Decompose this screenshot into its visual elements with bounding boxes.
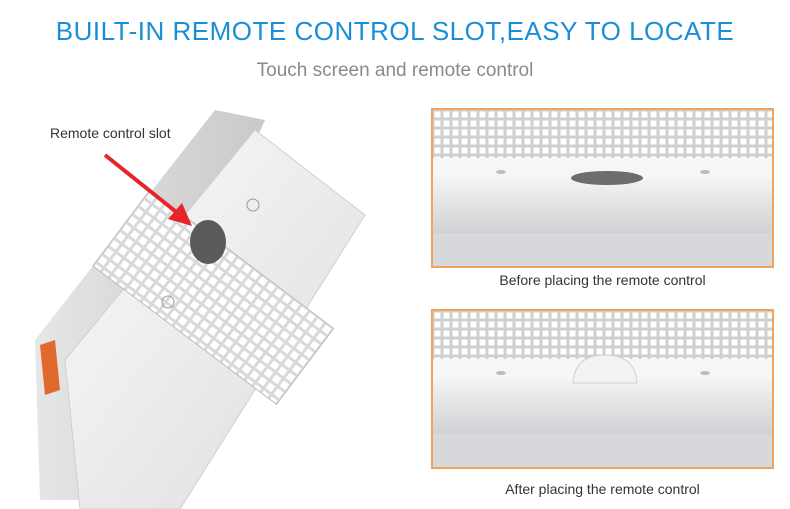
arrow-head xyxy=(168,203,192,226)
purifier-grille xyxy=(92,189,335,405)
after-caption: After placing the remote control xyxy=(505,481,700,497)
grille-strip xyxy=(433,311,772,359)
inserted-remote xyxy=(572,354,638,384)
empty-slot xyxy=(571,171,643,185)
after-photo xyxy=(431,309,774,469)
remote-slot-label: Remote control slot xyxy=(50,125,171,141)
accent-edge xyxy=(40,340,60,395)
page-title: BUILT-IN REMOTE CONTROL SLOT,EASY TO LOC… xyxy=(55,16,735,46)
page-subtitle: Touch screen and remote control xyxy=(256,60,534,81)
screw-hole xyxy=(246,198,260,212)
screw-hole xyxy=(161,295,175,309)
before-photo xyxy=(431,108,774,268)
before-caption: Before placing the remote control xyxy=(499,272,706,288)
grille-strip xyxy=(433,110,772,158)
remote-slot xyxy=(190,220,226,264)
air-purifier-illustration xyxy=(35,110,366,509)
arrow-line xyxy=(103,153,182,217)
